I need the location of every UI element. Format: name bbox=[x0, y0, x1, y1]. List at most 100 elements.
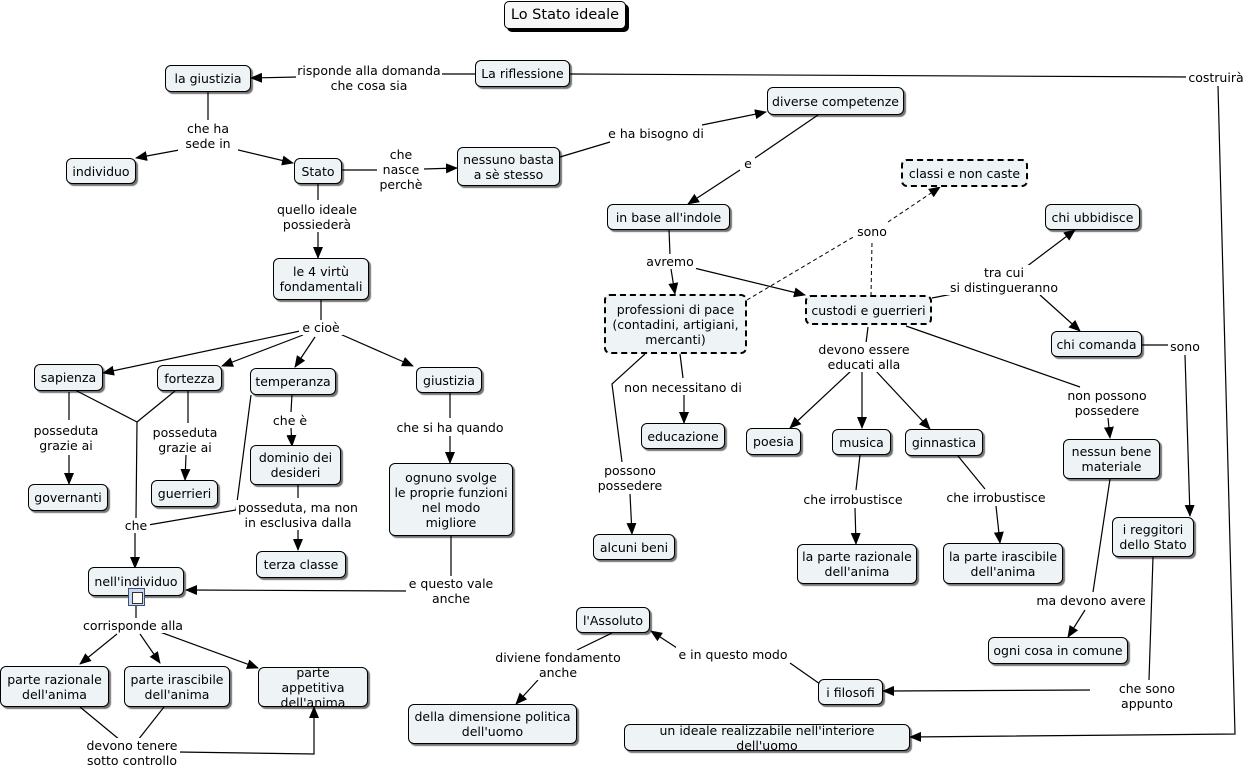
link-line bbox=[1067, 609, 1086, 638]
concept-fortezza[interactable]: fortezza bbox=[157, 365, 222, 391]
link-label: e ha bisogno di bbox=[606, 126, 706, 141]
concept-parte-irascibile-1[interactable]: la parte irascibile dell'anima bbox=[943, 543, 1063, 584]
link-label: che si ha quando bbox=[395, 420, 505, 435]
concept-parte-appetitiva[interactable]: parte appetitiva dell'anima bbox=[258, 665, 368, 710]
concept-terza-classe[interactable]: terza classe bbox=[256, 551, 346, 578]
link-label: e in questo modo bbox=[676, 647, 790, 662]
concept-dimensione-politica[interactable]: della dimensione politica dell'uomo bbox=[408, 704, 577, 744]
concept-ginnastica[interactable]: ginnastica bbox=[905, 429, 983, 456]
link-line bbox=[286, 427, 297, 447]
link-label: ma devono avere bbox=[1035, 593, 1147, 608]
concept-assoluto[interactable]: l'Assoluto bbox=[576, 607, 650, 633]
link-line bbox=[626, 493, 637, 535]
link-label: corrisponde alla bbox=[80, 618, 186, 633]
link-line bbox=[229, 147, 294, 166]
concept-temperanza[interactable]: temperanza bbox=[250, 368, 336, 395]
concept-classi-non-caste[interactable]: classi e non caste bbox=[901, 159, 1028, 187]
concept-chi-ubbidisce[interactable]: chi ubbidisce bbox=[1045, 204, 1140, 230]
concept-ideale-realizzabile[interactable]: un ideale realizzabile nell'interiore de… bbox=[624, 723, 910, 753]
concept-parte-razionale-2[interactable]: parte razionale dell'anima bbox=[0, 666, 109, 707]
document-icon[interactable] bbox=[128, 588, 145, 606]
link-label: posseduta grazie ai bbox=[32, 423, 100, 453]
link-label: che irrobustisce bbox=[802, 492, 904, 507]
concept-quattro-virtu[interactable]: le 4 virtù fondamentali bbox=[273, 258, 369, 300]
link-label: tra cui si distingueranno bbox=[944, 265, 1064, 295]
link-line bbox=[687, 169, 741, 205]
link-label: e cioè bbox=[299, 320, 343, 335]
concept-in-base-indole[interactable]: in base all'indole bbox=[607, 204, 730, 230]
concept-ognuno-svolge[interactable]: ognuno svolge le proprie funzioni nel mo… bbox=[389, 463, 513, 536]
link-line bbox=[701, 109, 767, 126]
link-line bbox=[135, 421, 138, 519]
link-label: quello ideale possiederà bbox=[274, 202, 360, 232]
concept-chi-comanda[interactable]: chi comanda bbox=[1051, 331, 1142, 357]
concept-la-giustizia[interactable]: la giustizia bbox=[165, 65, 251, 92]
link-line bbox=[1021, 229, 1076, 271]
concept-dominio-desideri[interactable]: dominio dei desideri bbox=[250, 445, 341, 485]
link-line bbox=[139, 633, 161, 664]
link-line-dashed bbox=[870, 241, 873, 297]
concept-musica[interactable]: musica bbox=[832, 429, 891, 455]
link-line-dashed bbox=[746, 235, 856, 301]
link-line bbox=[1039, 294, 1081, 332]
link-line bbox=[874, 369, 931, 430]
link-line bbox=[137, 706, 165, 741]
link-line bbox=[569, 73, 1189, 78]
concept-ogni-cosa[interactable]: ogni cosa in comune bbox=[988, 637, 1128, 664]
link-line bbox=[1103, 417, 1114, 439]
link-label: costruirà bbox=[1186, 70, 1246, 85]
link-label: e questo vale anche bbox=[406, 576, 496, 606]
link-label: sono bbox=[1168, 339, 1202, 354]
concept-giustizia[interactable]: giustizia bbox=[416, 367, 482, 393]
concept-nessuno-basta[interactable]: nessuno basta a sè stesso bbox=[457, 147, 560, 186]
concept-individuo[interactable]: individuo bbox=[66, 158, 136, 184]
concept-parte-razionale-1[interactable]: la parte razionale dell'anima bbox=[797, 544, 917, 584]
link-line bbox=[611, 353, 646, 463]
concept-la-riflessione[interactable]: La riflessione bbox=[475, 60, 570, 87]
concept-alcuni-beni[interactable]: alcuni beni bbox=[593, 534, 675, 560]
link-label: diviene fondamento anche bbox=[494, 650, 622, 680]
link-line bbox=[1148, 556, 1154, 681]
link-line bbox=[993, 505, 1004, 544]
link-line bbox=[159, 631, 259, 669]
link-label: devono tenere sotto controllo bbox=[84, 738, 180, 768]
concept-guerrieri[interactable]: guerrieri bbox=[151, 480, 218, 507]
concept-professioni-pace[interactable]: professioni di pace (contadini, artigian… bbox=[604, 294, 747, 354]
link-label: avremo bbox=[644, 254, 696, 269]
link-line bbox=[882, 685, 1093, 696]
concept-nell-individuo[interactable]: nell'individuo bbox=[88, 567, 184, 596]
link-line bbox=[74, 389, 138, 423]
concept-diverse-competenze[interactable]: diverse competenze bbox=[767, 87, 904, 115]
link-line bbox=[693, 267, 806, 298]
link-line bbox=[180, 454, 191, 481]
concept-poesia[interactable]: poesia bbox=[746, 428, 801, 455]
link-label: posseduta grazie ai bbox=[151, 425, 219, 455]
link-line bbox=[290, 393, 293, 413]
link-label: e bbox=[741, 156, 755, 171]
link-line bbox=[515, 679, 539, 705]
link-label: che ha sede in bbox=[178, 121, 238, 151]
concept-custodi-guerrieri[interactable]: custodi e guerrieri bbox=[805, 295, 932, 325]
link-line bbox=[1184, 354, 1195, 517]
link-line bbox=[423, 163, 458, 174]
concept-filosofi[interactable]: i filosofi bbox=[818, 679, 883, 705]
concept-governanti[interactable]: governanti bbox=[28, 484, 108, 511]
concept-reggitori[interactable]: i reggitori dello Stato bbox=[1112, 517, 1194, 557]
concept-parte-irascibile-2[interactable]: parte irascibile dell'anima bbox=[124, 666, 230, 707]
link-label: non necessitano di bbox=[623, 380, 743, 395]
link-line bbox=[102, 330, 301, 376]
link-line bbox=[576, 632, 613, 651]
concept-nessun-bene[interactable]: nessun bene materiale bbox=[1063, 439, 1160, 479]
link-line bbox=[185, 585, 410, 596]
link-line bbox=[789, 369, 853, 429]
link-line bbox=[79, 633, 118, 665]
concept-sapienza[interactable]: sapienza bbox=[34, 364, 103, 391]
link-label: risponde alla domanda che cosa sia bbox=[296, 63, 442, 93]
link-line bbox=[559, 141, 611, 158]
link-line bbox=[250, 72, 299, 83]
link-label: che nasce perchè bbox=[378, 147, 424, 192]
concept-educazione[interactable]: educazione bbox=[641, 423, 725, 449]
link-line bbox=[136, 390, 176, 423]
concept-stato[interactable]: Stato bbox=[294, 158, 342, 184]
link-label: non possono possedere bbox=[1064, 388, 1150, 418]
